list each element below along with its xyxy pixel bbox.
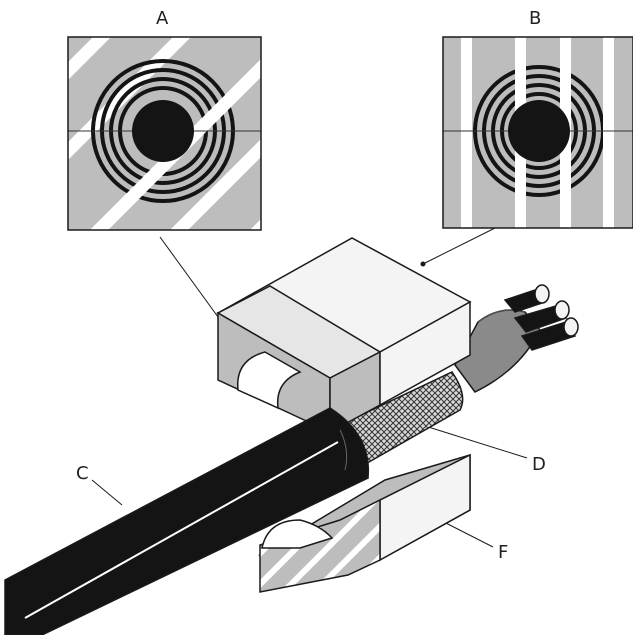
frame-a	[67, 36, 262, 231]
conductor-core-a	[132, 100, 194, 162]
label-c: C	[76, 463, 89, 484]
cable-jacket	[4, 406, 370, 635]
upper-block-side-white	[379, 300, 471, 407]
inset-a: A	[67, 8, 262, 231]
cable-highlight	[24, 441, 339, 619]
label-b: B	[529, 8, 541, 29]
inset-b: B	[442, 8, 633, 229]
label-d: D	[532, 454, 546, 475]
leader-c	[91, 479, 123, 506]
upper-clamp-block	[215, 237, 472, 434]
lower-clamp-block	[257, 453, 471, 593]
lower-block-front	[259, 498, 381, 593]
main-cable	[4, 406, 370, 635]
frame-b	[442, 36, 633, 229]
leader-a	[159, 236, 227, 329]
leader-d	[421, 424, 528, 459]
conductor-core-b	[508, 100, 570, 162]
conductors	[503, 284, 579, 351]
cable-rear-end	[454, 284, 579, 393]
leader-b	[422, 227, 496, 265]
leader-dot-b	[420, 261, 426, 267]
label-f: F	[498, 542, 508, 563]
label-a: A	[156, 8, 169, 29]
